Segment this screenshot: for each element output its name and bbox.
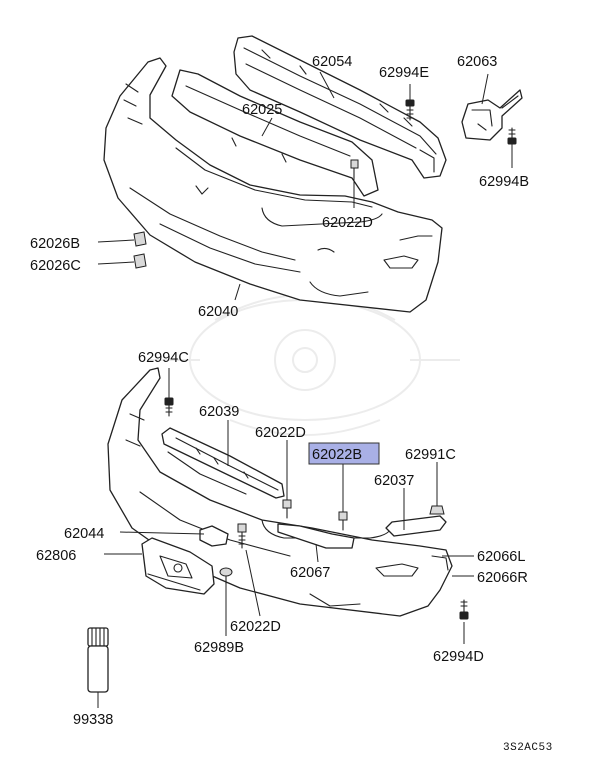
- strip-62039: [161, 427, 285, 499]
- watermark-emblem: [150, 294, 460, 436]
- top-leader-lines: [97, 71, 489, 301]
- nut-62989B: [219, 567, 233, 585]
- highlight-box-62022B: [308, 442, 380, 465]
- clip-62022D-bot: [237, 523, 247, 549]
- strip-62037: [385, 515, 447, 537]
- label-62039: 62039: [199, 404, 239, 420]
- label-62044: 62044: [64, 526, 104, 542]
- clip-62022B: [338, 511, 348, 531]
- label-62994C: 62994C: [138, 350, 189, 366]
- pad-62026C: [133, 253, 147, 269]
- clip-62991C: [429, 505, 445, 515]
- label-62066L: 62066L: [477, 549, 525, 565]
- bracket-62044: [199, 525, 229, 547]
- label-62026B: 62026B: [30, 236, 80, 252]
- bottom-leader-lines: [97, 368, 474, 708]
- pad-62026B: [133, 231, 147, 247]
- label-62054: 62054: [312, 54, 352, 70]
- label-62067: 62067: [290, 565, 330, 581]
- holder-62806: [141, 537, 215, 595]
- bolt-62994B: [507, 127, 517, 168]
- label-62025: 62025: [242, 102, 282, 118]
- label-62026C: 62026C: [30, 258, 81, 274]
- label-62991C: 62991C: [405, 447, 456, 463]
- bumper-beam-62054: [233, 35, 447, 179]
- clip-62022D-top: [350, 159, 359, 179]
- bolt-62994C: [164, 397, 174, 417]
- bolt-62994D: [459, 599, 469, 620]
- label-62066R: 62066R: [477, 570, 528, 586]
- label-62989B: 62989B: [194, 640, 244, 656]
- bracket-62063: [461, 89, 523, 141]
- label-62806: 62806: [36, 548, 76, 564]
- label-62063: 62063: [457, 54, 497, 70]
- label-62022B: 62022B: [312, 447, 362, 463]
- label-62022D-mid: 62022D: [255, 425, 306, 441]
- label-62022D-bot: 62022D: [230, 619, 281, 635]
- bracket-62067: [277, 523, 355, 549]
- label-62040: 62040: [198, 304, 238, 320]
- figure-code: 3S2AC53: [503, 742, 553, 754]
- paint-bottle-99338: [87, 627, 109, 693]
- bumper-cover-62040: [103, 57, 443, 313]
- label-62994D: 62994D: [433, 649, 484, 665]
- clip-62022D-mid: [282, 499, 292, 519]
- bumper-reinforcement-62025: [171, 69, 379, 197]
- label-62037: 62037: [374, 473, 414, 489]
- label-99338: 99338: [73, 712, 113, 728]
- label-62994E: 62994E: [379, 65, 429, 81]
- label-62022D-top: 62022D: [322, 215, 373, 231]
- label-62994B: 62994B: [479, 174, 529, 190]
